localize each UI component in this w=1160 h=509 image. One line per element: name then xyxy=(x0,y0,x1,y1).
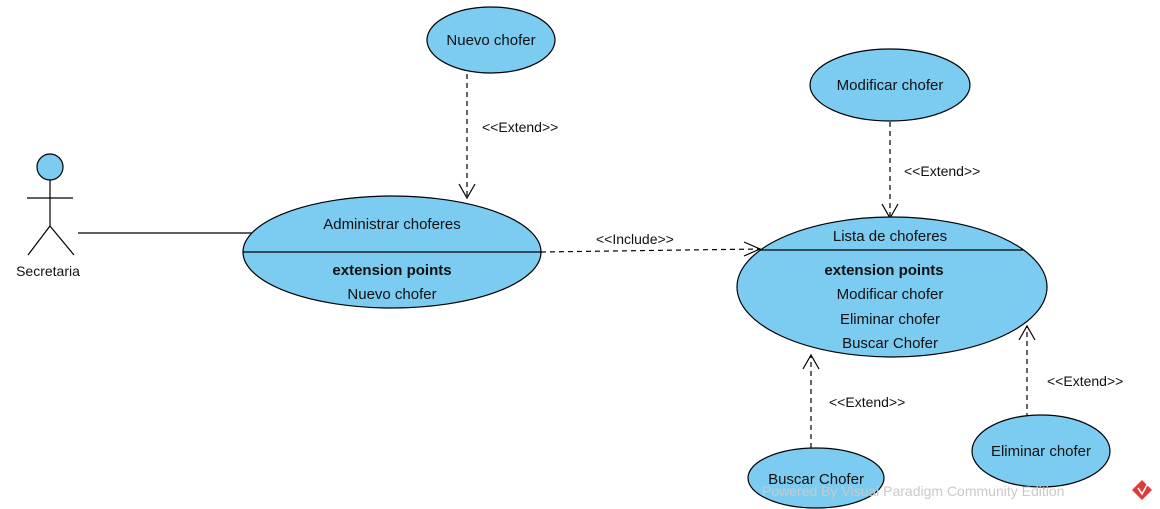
extend-eliminar-relation: <<Extend>> xyxy=(1018,324,1123,418)
actor-right-leg xyxy=(49,225,75,256)
usecase-lista-de-choferes[interactable]: Lista de choferes extension points Modif… xyxy=(736,216,1048,358)
stereotype-label: <<Extend>> xyxy=(1047,373,1123,389)
open-arrowhead xyxy=(458,183,476,200)
extension-point-item: Nuevo chofer xyxy=(347,286,436,303)
usecase-eliminar-chofer[interactable]: Eliminar chofer xyxy=(971,414,1111,488)
usecase-label: Buscar Chofer xyxy=(768,471,864,488)
extend-modificar-relation: <<Extend>> xyxy=(881,122,980,220)
extension-point-item: Buscar Chofer xyxy=(842,335,938,352)
usecase-ellipse xyxy=(426,6,556,74)
actor-secretaria[interactable]: Secretaria xyxy=(16,153,80,279)
actor-label: Secretaria xyxy=(16,263,80,279)
stereotype-label: <<Include>> xyxy=(596,231,674,247)
extension-points-heading: extension points xyxy=(824,262,943,279)
open-arrowhead xyxy=(802,353,820,370)
stereotype-label: <<Extend>> xyxy=(829,394,905,410)
open-arrowhead xyxy=(1018,324,1036,341)
usecase-ellipse xyxy=(747,447,885,509)
watermark: Powered By Visual Paradigm Community Edi… xyxy=(762,480,1152,500)
extension-points-heading: extension points xyxy=(332,262,451,279)
usecase-label: Nuevo chofer xyxy=(446,32,535,49)
include-lista-relation: <<Include>> xyxy=(540,231,762,257)
usecase-administrar-choferes[interactable]: Administrar choferes extension points Nu… xyxy=(242,195,542,309)
watermark-text: Powered By Visual Paradigm Community Edi… xyxy=(762,483,1064,499)
actor-left-leg xyxy=(27,225,51,256)
usecase-label: Lista de choferes xyxy=(833,228,947,245)
extension-point-item: Modificar chofer xyxy=(837,286,944,303)
usecase-label: Administrar choferes xyxy=(323,216,461,233)
usecase-label: Modificar chofer xyxy=(837,77,944,94)
usecase-modificar-chofer[interactable]: Modificar chofer xyxy=(809,48,971,122)
extend-nuevo-relation: <<Extend>> xyxy=(458,74,558,200)
visual-paradigm-logo-icon xyxy=(1132,480,1152,500)
stereotype-label: <<Extend>> xyxy=(904,163,980,179)
extension-point-item: Eliminar chofer xyxy=(840,311,940,328)
usecase-ellipse xyxy=(809,48,971,122)
extend-buscar-relation: <<Extend>> xyxy=(802,353,905,448)
dashed-connector xyxy=(540,248,761,253)
usecase-label: Eliminar chofer xyxy=(991,443,1091,460)
open-arrowhead xyxy=(743,241,762,257)
actor-head xyxy=(36,153,64,181)
usecase-ellipse xyxy=(971,414,1111,488)
usecase-nuevo-chofer[interactable]: Nuevo chofer xyxy=(426,6,556,74)
usecase-ellipse xyxy=(736,216,1048,358)
usecase-buscar-chofer[interactable]: Buscar Chofer xyxy=(747,447,885,509)
stereotype-label: <<Extend>> xyxy=(482,119,558,135)
